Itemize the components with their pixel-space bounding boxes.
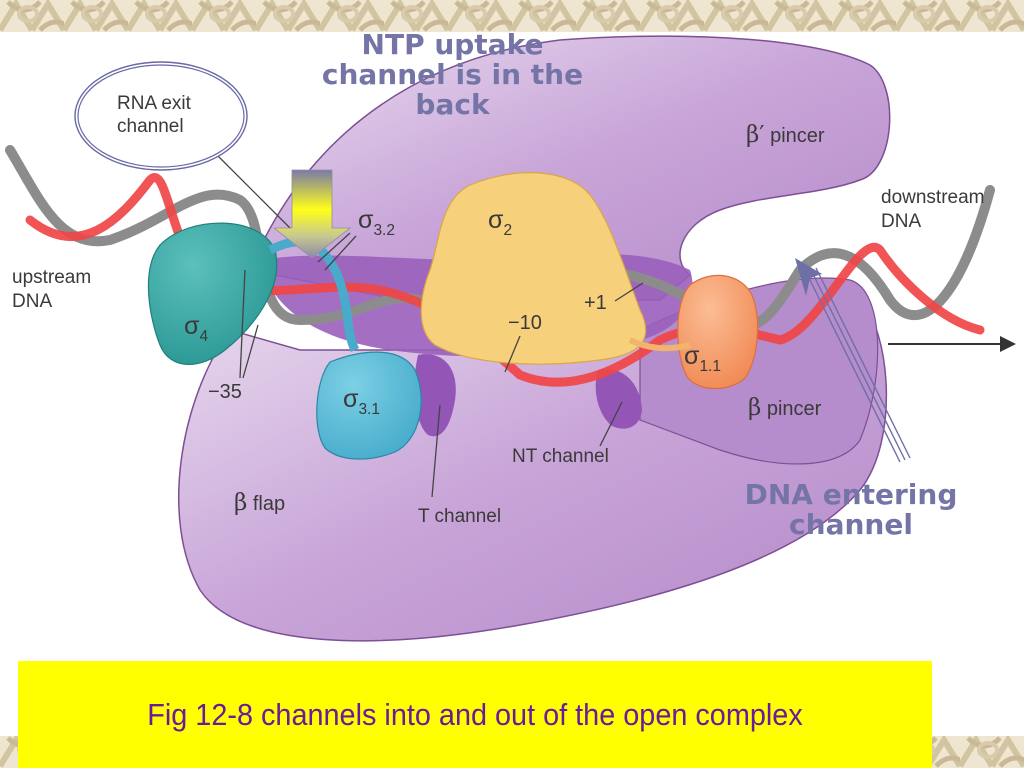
beta-symbol: β [748,395,762,421]
beta-prime-pincer-shape [248,35,891,301]
caption-box: Fig 12-8 channels into and out of the op… [18,661,932,768]
sigma31-subscript: 3.1 [358,400,380,418]
upstream-dna-line-1: upstream [12,267,92,288]
sigma4-domain [147,222,278,365]
beta-pincer-text: pincer [766,398,822,420]
rna-exit-line-1: RNA exit [117,93,191,114]
dna-entering-line-1: DNA entering [744,478,958,511]
beta-flap-symbol: β [234,490,248,516]
minus10-label: −10 [508,312,542,334]
t-channel-shape [414,354,456,437]
sigma11-symbol: σ [684,342,700,370]
dna-nontemplate-strand [25,173,985,387]
down-arrow-icon [272,169,352,259]
celtic-knot-pattern [0,0,1024,32]
sigma31-domain [316,351,422,460]
beta-flap-text: flap [252,493,286,515]
up-arrow-icon [795,258,911,463]
figure-caption: Fig 12-8 channels into and out of the op… [147,696,803,732]
plus1-label: +1 [584,292,607,314]
rna-exit-channel-label: RNA exit channel [117,92,191,138]
sigma32-symbol: σ [358,206,374,234]
dna-entering-channel-callout: DNA entering channel [716,478,986,542]
rna-exit-line-2: channel [117,116,184,137]
sigma32-label: σ3.2 [358,206,395,240]
leader-lines [206,144,644,498]
sigma11-subscript: 1.1 [699,357,721,375]
beta-flap-label: β flap [234,490,285,516]
sigma31-label: σ3.1 [343,385,380,419]
ntp-uptake-callout: NTP uptake channel is in the back [290,28,615,122]
upstream-dna-label: upstream DNA [12,266,91,314]
beta-prime-text: pincer [770,125,825,147]
sigma2-label: σ2 [488,206,512,240]
nt-channel-label: NT channel [512,446,609,467]
beta-prime-pincer-label: β′ pincer [746,122,825,148]
sigma31-symbol: σ [343,385,359,413]
top-decorative-border [0,0,1024,32]
sigma2-subscript: 2 [503,221,513,239]
beta-prime-symbol: β′ [746,122,765,148]
ntp-line-2: channel is in the [321,58,584,92]
rna-exit-callout-ellipse [74,61,248,171]
sigma4-symbol: σ [184,312,200,340]
dna-entering-line-2: channel [789,508,913,542]
sigma4-label: σ4 [184,312,208,346]
nt-channel-shape [595,369,642,429]
sigma32-subscript: 3.2 [373,221,395,239]
sigma2-domain [420,172,647,365]
ntp-line-3: back [415,88,490,122]
sigma11-linker [628,337,691,352]
sigma11-label: σ1.1 [684,342,721,376]
ntp-line-1: NTP uptake [361,28,544,61]
downstream-dna-line-1: downstream [881,187,985,208]
upstream-dna-line-2: DNA [12,291,53,312]
minus35-label: −35 [208,381,242,403]
sigma4-subscript: 4 [199,327,209,345]
beta-pincer-label: β pincer [748,395,821,421]
downstream-dna-line-2: DNA [881,211,922,232]
downstream-dna-label: downstream DNA [881,186,985,234]
right-arrow-icon [888,336,1016,352]
sigma2-symbol: σ [488,206,504,234]
t-channel-label: T channel [418,506,502,527]
